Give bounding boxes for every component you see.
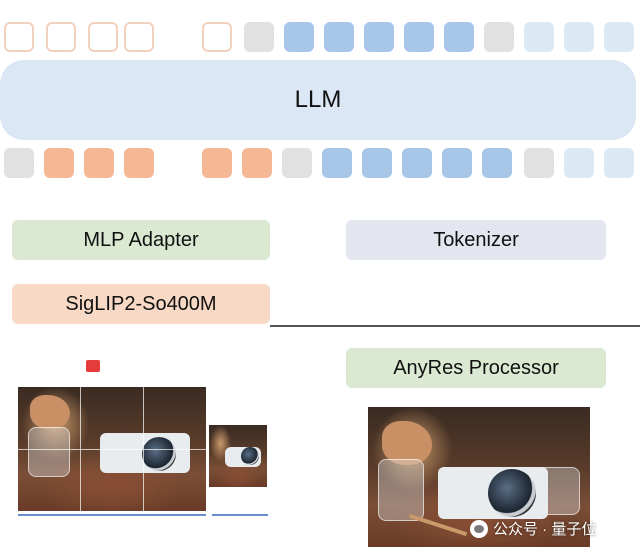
output-token bbox=[324, 22, 354, 52]
output-token bbox=[202, 22, 232, 52]
output-token bbox=[88, 22, 118, 52]
tokenizer-label: Tokenizer bbox=[433, 228, 519, 251]
image-token bbox=[124, 148, 154, 178]
image-token bbox=[242, 148, 272, 178]
siglip-box: SigLIP2-So400M bbox=[12, 284, 270, 324]
image-token bbox=[84, 148, 114, 178]
thumbnail-underline bbox=[212, 514, 268, 516]
tiled-image bbox=[18, 387, 206, 511]
input-token bbox=[4, 148, 34, 178]
text-token bbox=[604, 148, 634, 178]
image-token bbox=[202, 148, 232, 178]
watermark-text: 公众号 · 量子位 bbox=[493, 521, 597, 538]
text-token bbox=[402, 148, 432, 178]
thumbnail-image bbox=[209, 425, 267, 487]
tiled-image-underline bbox=[18, 514, 206, 516]
llm-label: LLM bbox=[294, 86, 342, 113]
output-token bbox=[524, 22, 554, 52]
watermark: 公众号 · 量子位 bbox=[470, 518, 596, 539]
video-icon bbox=[86, 360, 100, 372]
output-token bbox=[284, 22, 314, 52]
output-token bbox=[4, 22, 34, 52]
output-token bbox=[404, 22, 434, 52]
text-token bbox=[482, 148, 512, 178]
output-token bbox=[604, 22, 634, 52]
siglip-label: SigLIP2-So400M bbox=[65, 292, 217, 315]
anyres-processor-box: AnyRes Processor bbox=[346, 348, 606, 388]
input-token bbox=[524, 148, 554, 178]
tokenizer-box: Tokenizer bbox=[346, 220, 606, 260]
text-token bbox=[362, 148, 392, 178]
text-token bbox=[564, 148, 594, 178]
text-token bbox=[322, 148, 352, 178]
output-token bbox=[564, 22, 594, 52]
output-token bbox=[444, 22, 474, 52]
mlp-adapter-label: MLP Adapter bbox=[83, 228, 199, 251]
llm-block: LLM bbox=[0, 60, 636, 140]
divider-line bbox=[270, 325, 640, 327]
wechat-icon bbox=[470, 519, 488, 538]
output-token bbox=[364, 22, 394, 52]
mlp-adapter-box: MLP Adapter bbox=[12, 220, 270, 260]
anyres-processor-label: AnyRes Processor bbox=[393, 356, 559, 379]
image-token bbox=[44, 148, 74, 178]
text-token bbox=[442, 148, 472, 178]
output-token bbox=[244, 22, 274, 52]
input-token bbox=[282, 148, 312, 178]
output-token bbox=[124, 22, 154, 52]
output-token bbox=[484, 22, 514, 52]
output-token bbox=[46, 22, 76, 52]
